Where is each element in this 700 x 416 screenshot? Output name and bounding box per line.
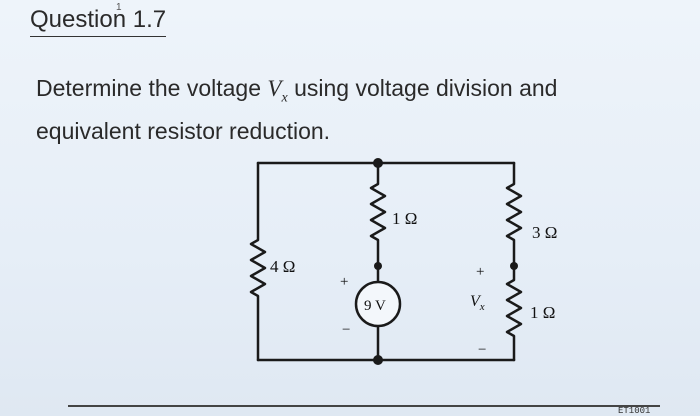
question-line-1: Determine the voltage Vx using voltage d… [36, 72, 700, 115]
corner-text: ET1001 [618, 406, 651, 416]
label-1-ohm-right: 1 Ω [530, 303, 555, 322]
variable-vx: Vx [267, 76, 287, 106]
junction-dot [510, 262, 518, 270]
variable-subscript: x [281, 90, 288, 106]
label-source: 9 V [364, 298, 386, 314]
resistor-4-ohm [249, 161, 267, 362]
line1-end: using voltage division and [287, 75, 558, 101]
label-1-ohm-middle: 1 Ω [392, 209, 417, 228]
bottom-rule [68, 405, 660, 407]
resistor-3-ohm [505, 161, 523, 268]
junction-dot [373, 355, 383, 365]
vx-plus: + [476, 264, 484, 280]
label-4-ohm: 4 Ω [270, 257, 295, 276]
question-heading: 1 Question 1.7 [30, 2, 167, 37]
resistor-1-ohm-middle [369, 161, 387, 284]
vx-label: Vx [470, 293, 485, 313]
question-text: Determine the voltage Vx using voltage d… [36, 72, 700, 147]
junction-dot [373, 158, 383, 168]
question-title: Question 1.7 [30, 6, 167, 33]
source-minus: − [342, 322, 350, 338]
heading-mark: 1 [116, 2, 122, 13]
variable-name: V [267, 76, 282, 101]
voltage-source [354, 280, 402, 328]
line1-start: Determine the voltage [36, 75, 268, 101]
junction-dot [374, 262, 382, 270]
vx-minus: − [478, 342, 486, 358]
question-line-2: equivalent resistor reduction. [36, 117, 331, 144]
resistor-1-ohm-right [505, 264, 523, 362]
label-3-ohm: 3 Ω [532, 223, 557, 242]
source-plus: + [340, 274, 348, 290]
vx-name: V [470, 293, 482, 310]
vx-subscript: x [479, 301, 485, 313]
